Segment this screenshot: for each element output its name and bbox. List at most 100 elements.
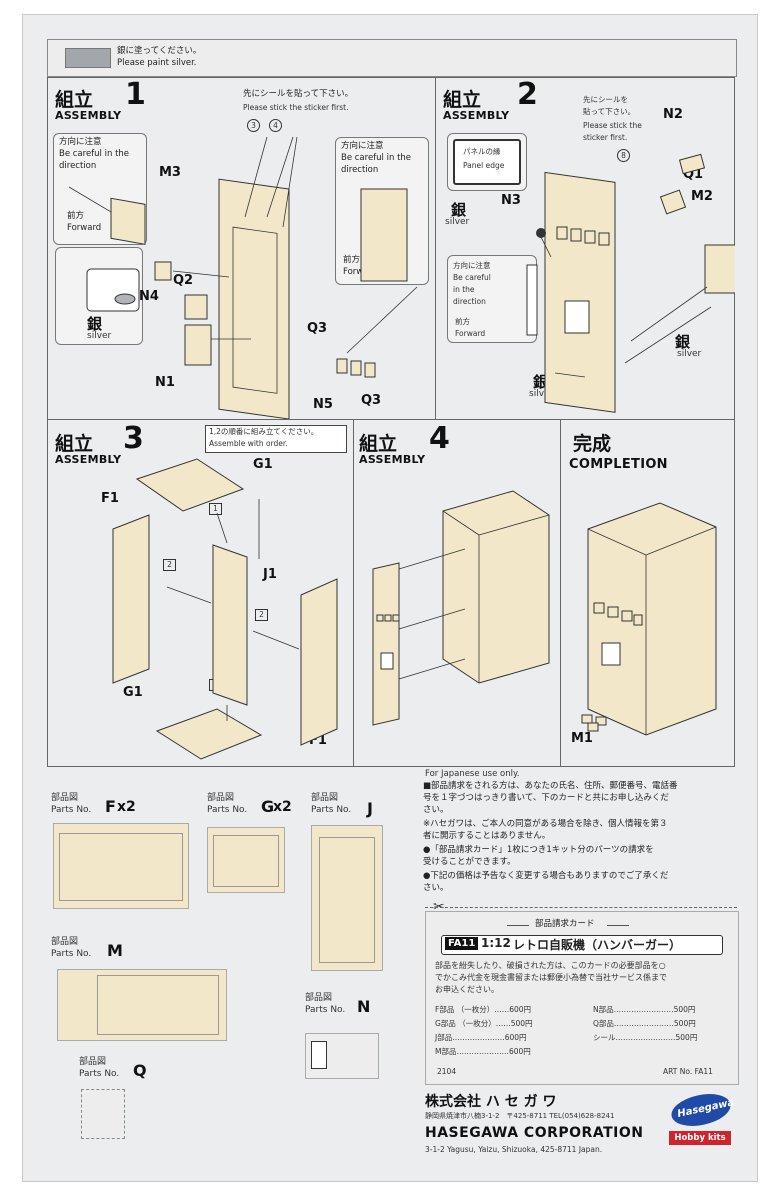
step4-number: 4 xyxy=(429,421,450,456)
step4-title-jp: 組立 xyxy=(359,433,398,455)
jp-use-p4b: さい。 xyxy=(423,883,449,893)
price-row-3-left: J部品…………………600円 xyxy=(435,1033,527,1042)
part-label-n3: N3 xyxy=(501,193,521,208)
jp-use-p2: ※ハセガワは、ご本人の同意がある場合を除き、個人情報を第３ xyxy=(423,819,668,829)
step3-order-jp: 1,2の順番に組み立てください。 xyxy=(209,427,319,436)
step2-fwd-jp: 前方 xyxy=(455,317,470,326)
step4-drawing xyxy=(372,490,550,726)
step3-number: 3 xyxy=(123,421,144,456)
kit-name: レトロ自販機（ハンバーガー） xyxy=(513,938,682,952)
parts-m-code: M xyxy=(107,941,123,960)
silver-swatch xyxy=(65,48,111,68)
step2-care-en2: in the xyxy=(453,285,475,294)
step3-order-mark-2a: 2 xyxy=(163,559,176,571)
jp-use-heading: For Japanese use only. xyxy=(425,769,520,779)
step3-part-f1-left: F1 xyxy=(101,491,119,506)
kit-title-bar xyxy=(441,935,723,955)
step2-care-en3: direction xyxy=(453,297,486,306)
jp-use-p3b: 受けることができます。 xyxy=(423,857,516,867)
part-label-m2: M2 xyxy=(691,189,713,204)
price-row-4-left: M部品…………………600円 xyxy=(435,1047,531,1056)
parts-q-en: Parts No. xyxy=(79,1069,120,1079)
part-label-n5: N5 xyxy=(313,397,333,412)
parts-f-en: Parts No. xyxy=(51,805,92,815)
step3-order-box xyxy=(205,425,347,453)
jp-use-p1: ■部品請求をされる方は、あなたの氏名、住所、郵便番号、電話番 xyxy=(423,781,678,791)
step2-panel-edge-inner xyxy=(453,139,521,185)
price-row-1-left: F部品 （一枚分）……600円 xyxy=(435,1005,532,1014)
price-row-3-right: シール……………………500円 xyxy=(593,1033,698,1042)
step2-panel-edge-en: Panel edge xyxy=(463,161,505,170)
paint-note-box xyxy=(47,39,737,77)
step2-silver-jp-bottom: 銀 xyxy=(533,373,549,391)
jp-use-p1b: 号を１字づつはっきり書いて、下のカードと共にお申し込みくだ xyxy=(423,793,669,803)
parts-f-jp: 部品図 xyxy=(51,793,79,803)
divider-v2 xyxy=(353,419,354,767)
company-address-jp: 静岡県焼津市八楠3-1-2 〒425-8711 TEL(054)628-8241 xyxy=(425,1112,615,1120)
step3-part-j1: J1 xyxy=(263,567,277,582)
step1-fwd2-en: Forward xyxy=(343,267,378,277)
instruction-sheet: 銀に塗ってください。 Please paint silver. 組立 1 ASS… xyxy=(22,14,758,1182)
step2-title-en: ASSEMBLY xyxy=(443,109,510,122)
assembly-frame xyxy=(47,77,735,767)
card-code: 2104 xyxy=(437,1067,457,1076)
step2-sticker-jp1: 先にシールを xyxy=(583,95,628,104)
step1-care-en2: direction xyxy=(59,161,97,171)
step1-title-jp: 組立 xyxy=(55,89,94,111)
divider-v1 xyxy=(435,77,436,419)
step2-silver-jp-left: 銀 xyxy=(451,201,467,219)
paint-note-en: Please paint silver. xyxy=(117,58,197,68)
jp-use-p4: ●下記の価格は予告なく変更する場合もありますのでご了承くだ xyxy=(423,871,669,881)
step2-number: 2 xyxy=(517,77,538,112)
step2-care-en1: Be careful xyxy=(453,273,491,282)
card-desc2: でかこみ代金を現金書留または郵便小為替で当社サービス係まで xyxy=(435,973,667,982)
step1-care2-en2: direction xyxy=(341,165,379,175)
completion-title-jp: 完成 xyxy=(573,433,612,455)
step2-silver-en-right: silver xyxy=(677,349,702,359)
paint-note-jp: 銀に塗ってください。 xyxy=(117,46,202,56)
card-desc3: お申込ください。 xyxy=(435,985,499,994)
step2-care-jp: 方向に注意 xyxy=(453,261,491,270)
company-address-en: 3-1-2 Yagusu, Yaizu, Shizuoka, 425-8711 … xyxy=(425,1145,603,1154)
kit-scale: 1:12 xyxy=(481,936,511,950)
jp-use-p3: ●「部品請求カード」1枚につき1キット分のパーツの請求を xyxy=(423,845,654,855)
step1-care2-en1: Be careful in the xyxy=(341,153,412,163)
completion-part-m1: M1 xyxy=(571,731,593,746)
hobby-kits-badge: Hobby kits xyxy=(669,1131,731,1145)
step1-silver-jp: 銀 xyxy=(87,315,103,333)
card-cut-line xyxy=(425,907,737,908)
step1-care-jp: 方向に注意 xyxy=(59,137,102,147)
step1-fwd2-jp: 前方 xyxy=(343,255,361,265)
parts-n-en: Parts No. xyxy=(305,1005,346,1015)
step1-number: 1 xyxy=(125,77,146,112)
parts-g-en: Parts No. xyxy=(207,805,248,815)
parts-m-en: Parts No. xyxy=(51,949,92,959)
step1-sticker-note-en: Please stick the sticker first. xyxy=(243,103,349,112)
divider-v3 xyxy=(560,419,561,767)
step2-sticker-jp2: 貼って下さい。 xyxy=(583,107,636,116)
parts-m-sprue xyxy=(57,969,227,1041)
step2-sticker-en2: sticker first. xyxy=(583,133,628,142)
step3-order-mark-2b: 2 xyxy=(255,609,268,621)
part-label-q3b: Q3 xyxy=(361,393,382,408)
completion-title-en: COMPLETION xyxy=(569,457,668,472)
step2-care-box xyxy=(447,255,537,343)
part-label-m3: M3 xyxy=(159,165,181,180)
parts-q-sprue xyxy=(81,1089,125,1139)
parts-g-sprue xyxy=(207,827,285,893)
parts-q-code: Q xyxy=(133,1061,147,1080)
card-title-line-right xyxy=(607,925,629,926)
step2-silver-en-bottom: silver xyxy=(529,389,554,399)
card-art-no: ART No. FA11 xyxy=(663,1067,713,1076)
card-title: 部品請求カード xyxy=(535,919,595,929)
step2-drawing xyxy=(526,153,735,413)
part-label-n1: N1 xyxy=(155,375,175,390)
step2-silver-en-left: silver xyxy=(445,217,470,227)
part-label-n2: N2 xyxy=(663,107,683,122)
parts-j-sprue xyxy=(311,825,383,971)
step2-fwd-en: Forward xyxy=(455,329,486,338)
parts-j-jp: 部品図 xyxy=(311,793,339,803)
parts-g-jp: 部品図 xyxy=(207,793,235,803)
price-row-2-left: G部品 （一枚分）……500円 xyxy=(435,1019,533,1028)
step2-sticker-en1: Please stick the xyxy=(583,121,642,130)
